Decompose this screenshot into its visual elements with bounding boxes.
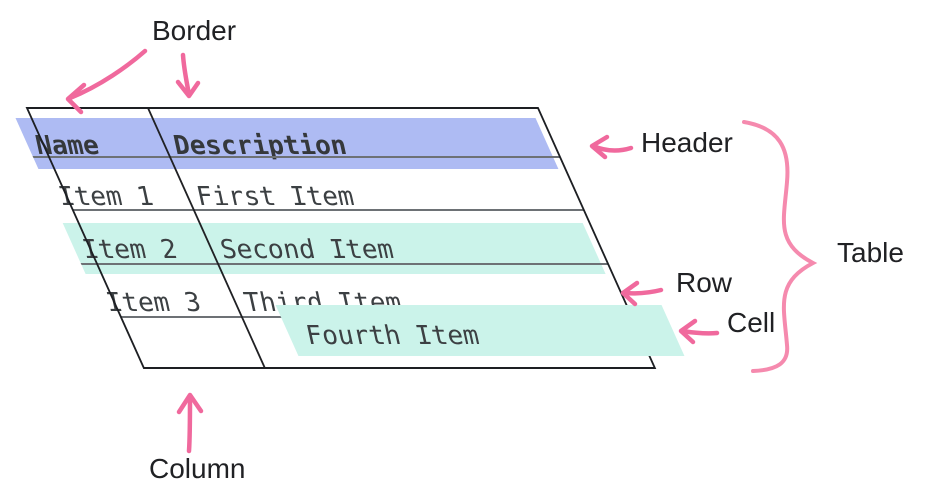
cell-arrow-icon xyxy=(679,328,720,336)
label-cell: Cell xyxy=(727,307,776,338)
label-table: Table xyxy=(837,237,904,268)
table-curly-brace-icon xyxy=(742,120,818,373)
label-row: Row xyxy=(676,267,733,298)
label-column: Column xyxy=(149,453,246,484)
border-arrowhead-icon xyxy=(175,79,201,99)
label-header: Header xyxy=(641,127,733,158)
column-arrow-icon xyxy=(186,393,193,454)
column-arrowhead-icon xyxy=(176,392,204,415)
cell-arrowhead-icon xyxy=(678,318,698,345)
border-arrow-left-icon xyxy=(67,48,148,101)
row-arrow-icon xyxy=(621,287,664,296)
label-border: Border xyxy=(152,15,237,46)
border-arrowhead-icon xyxy=(65,82,87,115)
row-arrowhead-icon xyxy=(620,280,640,307)
header-arrowhead-icon xyxy=(589,134,610,160)
